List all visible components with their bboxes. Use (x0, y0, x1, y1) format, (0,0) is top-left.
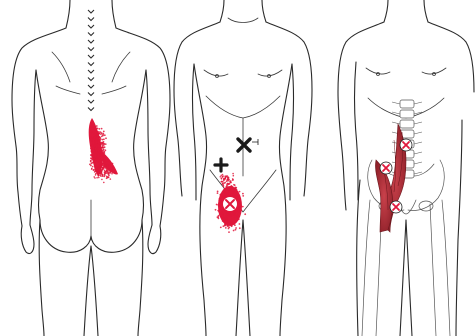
cross-mark-icon (215, 159, 227, 171)
vertebra-mark (88, 100, 94, 103)
vertebra (400, 120, 414, 128)
trigger-point-icon (390, 201, 402, 213)
vertebra-mark (88, 18, 94, 21)
trigger-point-icon (380, 162, 392, 174)
vertebra-mark (88, 40, 94, 43)
vertebra-mark (88, 70, 94, 73)
figure-anatomical-iliopsoas (338, 0, 474, 336)
vertebra-mark (88, 48, 94, 51)
vertebra-mark (88, 33, 94, 36)
vertebra-mark (88, 25, 94, 28)
figure-anterior-view (174, 0, 312, 336)
cross-mark-icon (238, 139, 258, 151)
vertebra-mark (88, 63, 94, 66)
vertebra-mark (88, 78, 94, 81)
vertebra (400, 100, 414, 108)
trigger-point-icon (400, 139, 412, 151)
figure-posterior-view (12, 0, 170, 336)
iliopsoas-muscle (375, 124, 406, 232)
vertebra-mark (88, 108, 94, 111)
vertebra-mark (88, 55, 94, 58)
trigger-point-icon (224, 198, 237, 211)
vertebra-mark (88, 10, 94, 13)
referral-pain-zone-lumbar (89, 118, 118, 183)
vertebra-mark (88, 85, 94, 88)
vertebra-mark (88, 93, 94, 96)
vertebra (400, 110, 414, 118)
spine-vertebrae-marks (88, 10, 94, 111)
